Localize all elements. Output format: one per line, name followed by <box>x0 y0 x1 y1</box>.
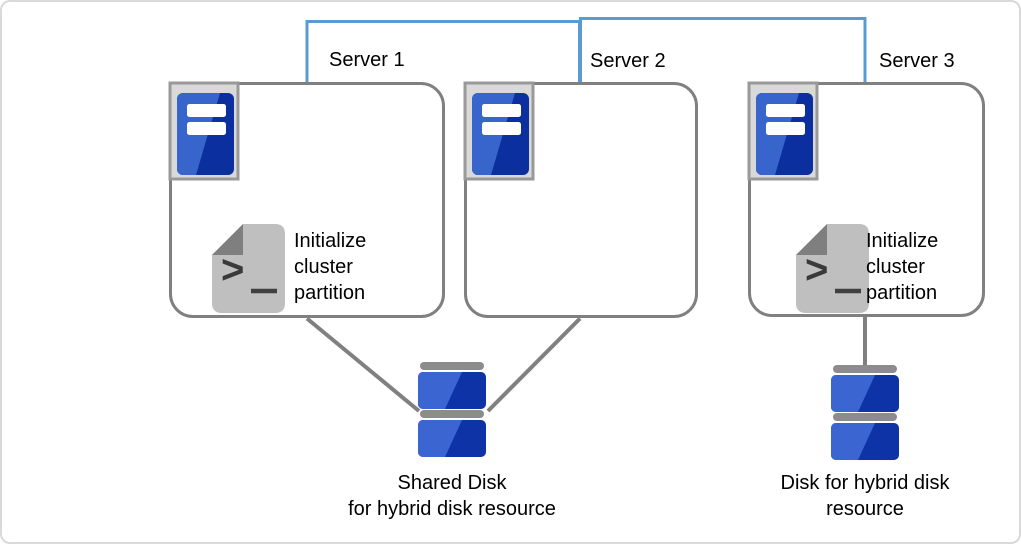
svg-text:>: > <box>805 248 828 292</box>
script-file-icon: > <box>212 224 285 313</box>
server-tower-icon <box>168 81 240 181</box>
server2-label: Server 2 <box>590 50 666 72</box>
storage-line-server2-shared-disk <box>486 317 582 413</box>
server-tower-icon <box>463 81 535 181</box>
server3-label: Server 3 <box>879 50 955 72</box>
shared-disk-label: Shared Disk for hybrid disk resource <box>348 472 556 520</box>
server1-note: Initialize cluster partition <box>294 230 367 304</box>
server1-label: Server 1 <box>329 49 405 71</box>
disk-stack-icon <box>418 362 486 457</box>
server2-box <box>464 82 698 318</box>
storage-line-server1-shared-disk <box>305 316 421 413</box>
server-tower-icon <box>747 81 819 181</box>
disk-stack-icon <box>831 365 899 460</box>
network-line-server2-server3 <box>579 17 867 84</box>
hybrid-disk-label: Disk for hybrid disk resource <box>780 472 950 520</box>
server3-note: Initialize cluster partition <box>866 230 939 304</box>
svg-text:>: > <box>221 248 244 292</box>
script-file-icon: > <box>796 224 869 313</box>
